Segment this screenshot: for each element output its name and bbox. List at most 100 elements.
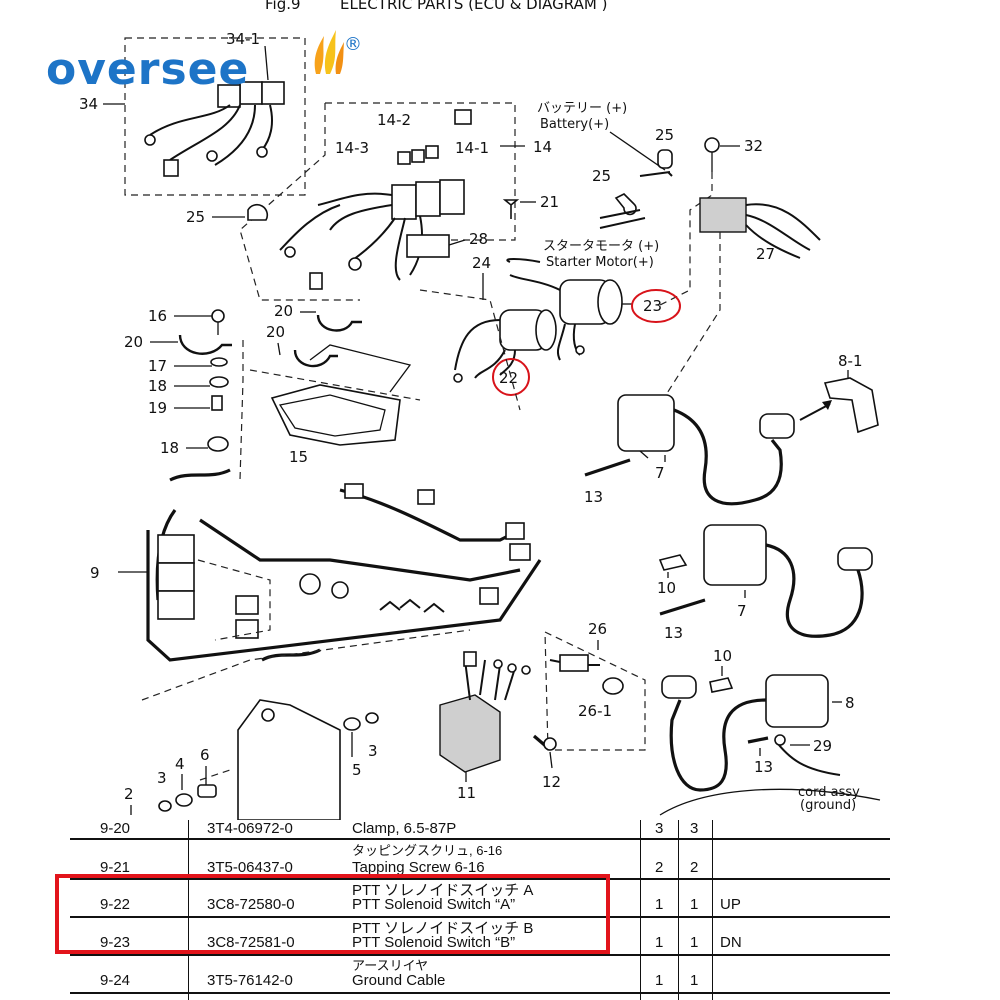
- part-number-cell: 3T5-06437-0: [207, 859, 293, 876]
- callout-26: 26: [588, 620, 607, 638]
- remark-cell: DN: [720, 934, 742, 951]
- table-divider: [678, 820, 679, 1000]
- qty-cell: 1: [655, 972, 664, 989]
- japanese-name-cell: タッピングスクリュ, 6-16: [352, 843, 503, 858]
- callout-7b: 7: [737, 602, 747, 620]
- solenoid-switch-a: 22: [453, 309, 557, 396]
- callout-23-highlight: [631, 289, 681, 323]
- part-number-cell: 3C8-72580-0: [207, 896, 295, 913]
- japanese-name-cell: アースリイヤ: [352, 958, 429, 973]
- callout-18a: 18: [148, 377, 167, 395]
- remark-cell: UP: [720, 896, 741, 913]
- callout-25a: 25: [186, 208, 205, 226]
- callout-15: 15: [289, 448, 308, 466]
- callout-11: 11: [457, 784, 476, 802]
- callout-16: 16: [148, 307, 167, 325]
- starter-label-jp: スタータモータ (+): [543, 239, 659, 254]
- starter-label-en: Starter Motor(+): [546, 255, 654, 270]
- flame-icon: [314, 30, 344, 74]
- callout-22-highlight: [492, 358, 530, 396]
- callout-24: 24: [472, 254, 491, 272]
- table-divider: [188, 820, 189, 1000]
- description-cell: PTT Solenoid Switch “A”: [352, 896, 516, 913]
- callout-18b: 18: [160, 439, 179, 457]
- brand-logo: oversee ®: [46, 30, 362, 100]
- qty-cell: 1: [655, 934, 664, 951]
- ref-cell: 9-23: [100, 934, 131, 951]
- solenoid-switch-b: 23: [509, 274, 681, 361]
- callout-6: 6: [200, 746, 210, 764]
- callout-14-3: 14-3: [335, 139, 369, 157]
- table-rule: [70, 954, 890, 956]
- qty-cell: 3: [655, 820, 664, 837]
- callout-22: 22: [499, 369, 518, 387]
- group-34: 34 34-1: [79, 30, 306, 196]
- callout-2: 2: [124, 785, 134, 803]
- qty-cell: 1: [690, 896, 699, 913]
- parts-diagram: Fig.9 ELECTRIC PARTS (ECU & DIAGRAM ) 34…: [79, 0, 881, 820]
- qty-cell: 3: [690, 820, 699, 837]
- table-rule: [70, 916, 890, 918]
- part-number-cell: 3T5-76142-0: [207, 972, 293, 989]
- qty-cell: 1: [690, 972, 699, 989]
- callout-10a: 10: [657, 579, 676, 597]
- callout-8: 8: [845, 694, 855, 712]
- callout-10b: 10: [713, 647, 732, 665]
- ignition-coil-2: 10 7 13: [657, 524, 873, 642]
- highlight-box: [55, 874, 610, 954]
- table-divider: [640, 820, 641, 1000]
- qty-cell: 2: [690, 859, 699, 876]
- callout-3a: 3: [157, 769, 167, 787]
- callout-13: 9: [90, 564, 100, 582]
- callout-3b: 3: [368, 742, 378, 760]
- table-rule: [70, 838, 890, 840]
- callout-12: 12: [542, 773, 561, 791]
- callout-32: 32: [744, 137, 763, 155]
- table-rule: [70, 878, 890, 880]
- description-cell: Clamp, 6.5-87P: [352, 820, 457, 837]
- table-rule: [70, 992, 890, 994]
- callout-7a: 7: [655, 464, 665, 482]
- ignition-coil-1: 7 13: [584, 394, 795, 506]
- parts-table: 9-20 3T4-06972-0 Clamp, 6.5-87P 3 3 タッピン…: [40, 820, 900, 1000]
- description-cell: Ground Cable: [352, 972, 446, 989]
- callout-20a: 20: [124, 333, 143, 351]
- ref-cell: 9-20: [100, 820, 131, 837]
- part-number-cell: 3C8-72581-0: [207, 934, 295, 951]
- ref-cell: 9-21: [100, 859, 131, 876]
- fig-number: Fig.9: [265, 0, 301, 13]
- qty-cell: 1: [690, 934, 699, 951]
- callout-8-1: 8-1: [838, 352, 863, 370]
- description-cell: PTT Solenoid Switch “B”: [352, 934, 516, 951]
- callout-25b: 25: [655, 126, 674, 144]
- ignition-coil-3: 10 8 13 29: [661, 647, 855, 792]
- callout-23: 23: [643, 297, 662, 315]
- battery-label-jp: バッテリー (+): [537, 101, 627, 116]
- callout-19: 19: [148, 399, 167, 417]
- description-cell: Tapping Screw 6-16: [352, 859, 485, 876]
- callout-29: 29: [813, 737, 832, 755]
- callout-25c: 25: [592, 167, 611, 185]
- qty-cell: 2: [655, 859, 664, 876]
- callout-28: 28: [469, 230, 488, 248]
- callout-9a: 13: [584, 488, 603, 506]
- callout-34: 34: [79, 95, 98, 113]
- ref-cell: 9-24: [100, 972, 131, 989]
- callout-26-1: 26-1: [578, 702, 612, 720]
- callout-14-2: 14-2: [377, 111, 411, 129]
- callout-20b: 20: [274, 302, 293, 320]
- callout-17: 17: [148, 357, 167, 375]
- callout-9b: 13: [664, 624, 683, 642]
- table-divider: [712, 820, 713, 1000]
- callout-27: 27: [756, 245, 775, 263]
- group-14: 14-2 14-3 14-1 14 28: [239, 102, 552, 301]
- callout-14-1: 14-1: [455, 139, 489, 157]
- callout-5: 5: [352, 761, 362, 779]
- logo-text: oversee: [46, 44, 250, 95]
- ref-cell: 9-22: [100, 896, 131, 913]
- callout-4: 4: [175, 755, 185, 773]
- callout-14: 14: [533, 138, 552, 156]
- callout-34-1: 34-1: [226, 30, 260, 48]
- cord-ground-label: (ground): [800, 798, 856, 813]
- japanese-name-cell: PTT ソレノイドスイッチ A: [352, 882, 534, 899]
